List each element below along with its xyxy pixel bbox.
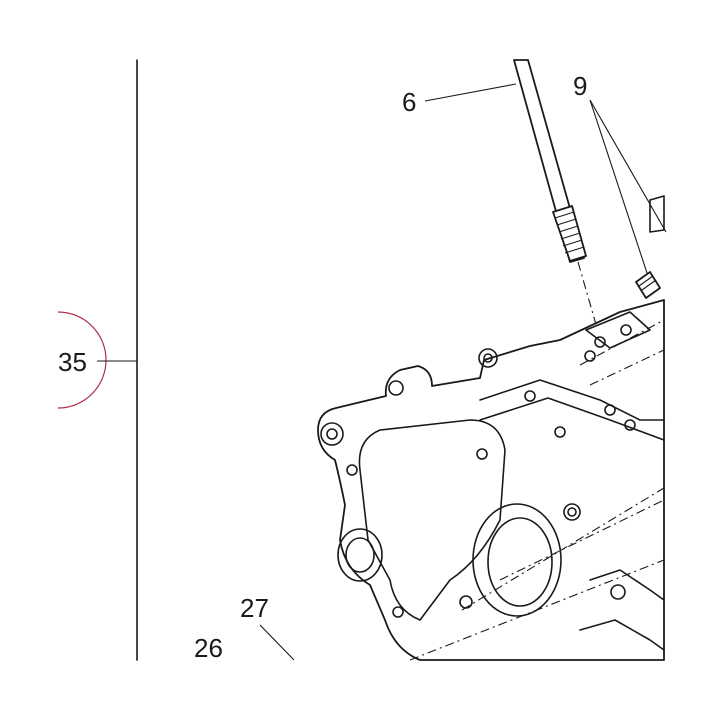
callout-35: 35 bbox=[58, 347, 87, 377]
callout-26: 26 bbox=[194, 633, 223, 663]
bracket-edge bbox=[649, 195, 665, 233]
leader-9a bbox=[589, 99, 649, 277]
axis-line-2 bbox=[499, 499, 665, 581]
leader-9b bbox=[589, 99, 667, 233]
dowel-pin bbox=[635, 271, 661, 299]
callout-27: 27 bbox=[240, 593, 269, 623]
callout-6: 6 bbox=[402, 87, 416, 117]
leader-6 bbox=[424, 83, 517, 102]
leader-27 bbox=[259, 624, 295, 661]
axis-line-4 bbox=[579, 319, 665, 366]
axis-line-5 bbox=[589, 349, 665, 386]
stud-bolt bbox=[513, 59, 587, 263]
callout-9: 9 bbox=[573, 71, 587, 101]
page-marker-arc bbox=[57, 311, 107, 409]
crankcase-half bbox=[317, 299, 665, 661]
axis-line-3 bbox=[409, 559, 665, 661]
